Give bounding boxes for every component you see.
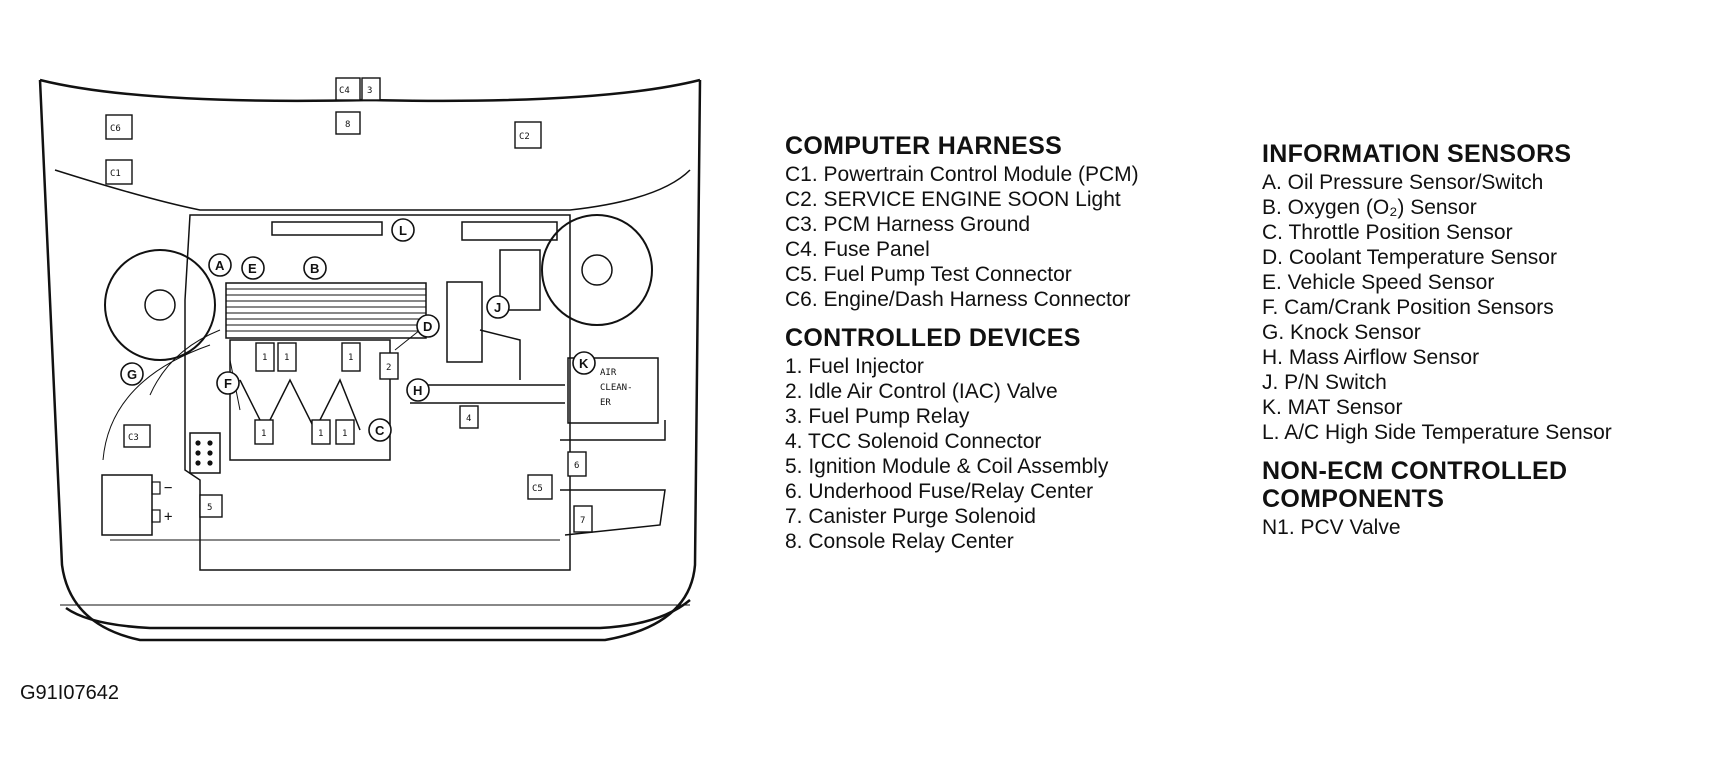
non-ecm-title: NON-ECM CONTROLLED COMPONENTS <box>1262 457 1568 513</box>
label-c6: C6 <box>110 124 121 134</box>
label-5: 5 <box>207 503 212 513</box>
legend-item: G. Knock Sensor <box>1262 321 1421 344</box>
legend-left-column: COMPUTER HARNESS C1. Powertrain Control … <box>785 132 1139 566</box>
air-cleaner <box>567 357 659 424</box>
label-j: J <box>494 300 501 315</box>
legend-item: J. P/N Switch <box>1262 371 1387 394</box>
figure-code: G91I07642 <box>20 682 119 704</box>
air-cleaner-label-1: AIR <box>600 368 617 378</box>
information-sensors-section: INFORMATION SENSORS A. Oil Pressure Sens… <box>1262 140 1622 445</box>
legend-item: F. Cam/Crank Position Sensors <box>1262 296 1554 319</box>
legend-item: C1. Powertrain Control Module (PCM) <box>785 163 1139 186</box>
legend-item: C4. Fuse Panel <box>785 238 930 261</box>
label-1b: 1 <box>284 353 289 363</box>
legend-item: C6. Engine/Dash Harness Connector <box>785 288 1131 311</box>
engine-block-fins <box>226 288 426 332</box>
wiring-harness <box>102 329 421 461</box>
legend-item: N1. PCV Valve <box>1262 516 1401 539</box>
legend-item: E. Vehicle Speed Sensor <box>1262 271 1495 294</box>
label-c3: C3 <box>128 433 139 443</box>
label-4: 4 <box>466 414 471 424</box>
controlled-devices-title: CONTROLLED DEVICES <box>785 324 1081 352</box>
legend-item: C3. PCM Harness Ground <box>785 213 1031 236</box>
legend-item: D. Coolant Temperature Sensor <box>1262 246 1557 269</box>
label-b: B <box>310 261 319 276</box>
legend-item: K. MAT Sensor <box>1262 396 1403 419</box>
label-3-top: 3 <box>367 86 372 96</box>
controlled-devices-section: CONTROLLED DEVICES 1. Fuel Injector 2. I… <box>785 324 1139 554</box>
throttle-body <box>446 281 483 363</box>
label-1f: 1 <box>342 429 347 439</box>
legend-item: L. A/C High Side Temperature Sensor <box>1262 421 1612 444</box>
cowl-line <box>54 169 691 211</box>
intake-manifold <box>229 339 391 461</box>
legend-item: 6. Underhood Fuse/Relay Center <box>785 480 1094 503</box>
label-1e: 1 <box>318 429 323 439</box>
left-fan <box>104 249 216 361</box>
label-1c: 1 <box>348 353 353 363</box>
ignition-module-connector <box>189 432 221 474</box>
legend-item: C. Throttle Position Sensor <box>1262 221 1513 244</box>
non-ecm-section: NON-ECM CONTROLLED COMPONENTS N1. PCV Va… <box>1262 457 1622 540</box>
vehicle-body-outline <box>38 79 702 642</box>
legend-item: A. Oil Pressure Sensor/Switch <box>1262 171 1544 194</box>
front-bumper-line <box>65 599 691 630</box>
legend-item: C2. SERVICE ENGINE SOON Light <box>785 188 1121 211</box>
engine-bay-outline <box>184 214 571 571</box>
label-a: A <box>215 258 225 273</box>
engine-block <box>225 282 427 339</box>
legend-right-column: INFORMATION SENSORS A. Oil Pressure Sens… <box>1262 140 1622 552</box>
legend-item: 5. Ignition Module & Coil Assembly <box>785 455 1109 478</box>
computer-harness-section: COMPUTER HARNESS C1. Powertrain Control … <box>785 132 1139 312</box>
information-sensors-title: INFORMATION SENSORS <box>1262 140 1572 168</box>
legend-item: 4. TCC Solenoid Connector <box>785 430 1042 453</box>
left-fan-hub <box>144 289 176 321</box>
label-c2: C2 <box>519 132 530 142</box>
label-d: D <box>423 319 432 334</box>
label-f: F <box>224 376 232 391</box>
air-cleaner-label-2: CLEAN- <box>600 383 633 393</box>
legend-item: 3. Fuel Pump Relay <box>785 405 970 428</box>
upper-right-component <box>461 221 558 241</box>
label-c1: C1 <box>110 169 121 179</box>
legend-item: H. Mass Airflow Sensor <box>1262 346 1480 369</box>
legend-item: 7. Canister Purge Solenoid <box>785 505 1036 528</box>
air-cleaner-label-3: ER <box>600 398 611 408</box>
top-bar-component <box>271 221 383 236</box>
label-e: E <box>248 261 257 276</box>
right-fan-hub <box>581 254 613 286</box>
legend-item: C5. Fuel Pump Test Connector <box>785 263 1072 286</box>
label-1a: 1 <box>262 353 267 363</box>
legend-item: 8. Console Relay Center <box>785 530 1014 553</box>
label-7: 7 <box>580 516 585 526</box>
label-c4: C4 <box>339 86 350 96</box>
legend-item: B. Oxygen (O₂) Sensor <box>1262 196 1477 219</box>
right-fan <box>541 214 653 326</box>
label-1d: 1 <box>261 429 266 439</box>
legend-item: 2. Idle Air Control (IAC) Valve <box>785 380 1058 403</box>
battery-minus: − <box>164 480 172 496</box>
battery-plus: + <box>164 509 172 525</box>
label-8: 8 <box>345 120 350 130</box>
computer-harness-title: COMPUTER HARNESS <box>785 132 1063 160</box>
label-g: G <box>127 367 137 382</box>
label-k: K <box>579 356 589 371</box>
label-l: L <box>399 223 407 238</box>
label-2: 2 <box>386 363 391 373</box>
label-h: H <box>413 383 422 398</box>
legend-item: 1. Fuel Injector <box>785 355 924 378</box>
air-duct <box>410 384 565 404</box>
battery <box>101 474 153 536</box>
label-6: 6 <box>574 461 579 471</box>
label-c5: C5 <box>532 484 543 494</box>
label-c: C <box>375 423 385 438</box>
